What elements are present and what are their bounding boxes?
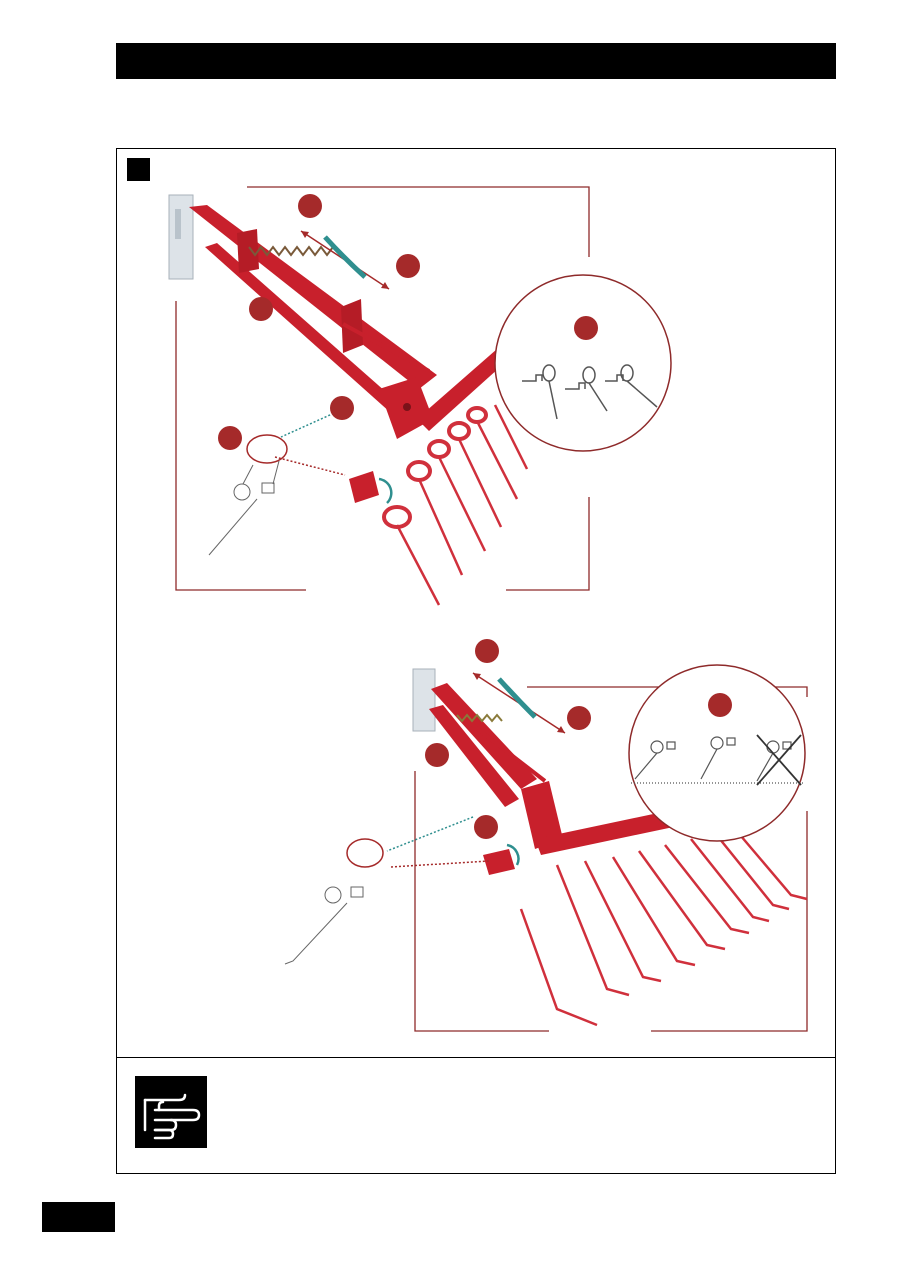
illustration-svg bbox=[168, 186, 808, 1032]
bottom-tines bbox=[519, 828, 808, 1027]
bottom-spring bbox=[456, 713, 503, 723]
top-dotted-red-line bbox=[274, 456, 346, 476]
bottom-tine-bar bbox=[535, 809, 683, 855]
bottom-frame bbox=[414, 686, 808, 1032]
top-tine-bar bbox=[417, 349, 509, 431]
bottom-callouts bbox=[425, 639, 591, 839]
top-dotted-teal-line bbox=[280, 409, 342, 438]
bottom-twist-arrow-icon bbox=[497, 677, 537, 719]
top-twist-arrow-icon bbox=[323, 235, 367, 279]
bottom-mount-plate bbox=[412, 668, 436, 732]
top-frame bbox=[175, 186, 590, 591]
bottom-detail-sketch bbox=[284, 838, 384, 965]
top-detail-sketch bbox=[208, 434, 288, 556]
bottom-adjust-lever bbox=[483, 849, 515, 875]
tine-ground-angle-icon bbox=[631, 734, 805, 786]
note-divider bbox=[117, 1057, 835, 1058]
rotation-arrow-icon bbox=[506, 843, 520, 866]
header-bar bbox=[116, 43, 836, 79]
figure-marker bbox=[127, 158, 150, 181]
bottom-dotted-red-line bbox=[390, 860, 490, 868]
top-rod bbox=[342, 322, 430, 373]
top-spring bbox=[248, 245, 334, 257]
top-tines bbox=[395, 404, 529, 606]
bottom-pivot-block bbox=[521, 781, 563, 849]
bottom-dotted-teal-line bbox=[386, 816, 474, 852]
bottom-magnifier bbox=[628, 664, 806, 842]
rotation-arrow-icon bbox=[378, 477, 393, 504]
page-number-tab bbox=[42, 1202, 115, 1232]
top-magnifier bbox=[494, 274, 672, 452]
top-adjust-lever bbox=[349, 471, 379, 503]
top-pivot-bolt bbox=[403, 403, 411, 411]
top-illustration bbox=[168, 186, 672, 606]
top-main-arm bbox=[189, 205, 437, 389]
top-arm-bracket-2 bbox=[341, 299, 363, 353]
bottom-illustration bbox=[284, 639, 808, 1032]
spring-tine-icon bbox=[522, 364, 658, 420]
top-lower-arm bbox=[205, 243, 403, 413]
bottom-lower-arm bbox=[429, 705, 519, 807]
top-callouts bbox=[218, 194, 420, 450]
top-mount-bracket bbox=[175, 209, 181, 239]
top-arm-bracket-1 bbox=[237, 229, 259, 273]
hand-pointing-note-icon bbox=[135, 1076, 207, 1148]
content-box bbox=[116, 148, 836, 1174]
bottom-rod bbox=[455, 711, 547, 783]
